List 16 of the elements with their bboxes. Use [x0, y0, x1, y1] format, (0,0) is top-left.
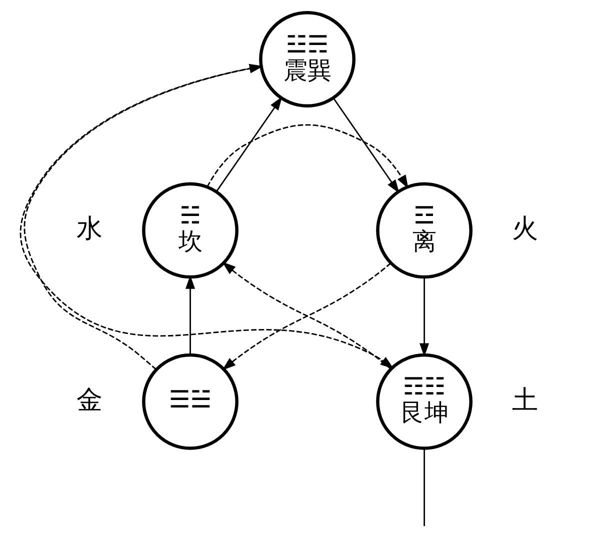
arrow — [332, 98, 399, 194]
arrow — [184, 275, 195, 355]
node-circle: ☳☴ 震巽 — [258, 11, 355, 108]
arrow — [23, 64, 263, 370]
node-circle: ☵ 坎 — [142, 182, 238, 279]
arrow — [419, 277, 429, 357]
node-label: 火 — [512, 214, 538, 244]
node-label: 土 — [512, 385, 538, 416]
node-circle: ☰☱ — [142, 353, 238, 450]
node-circle: ☲ 离 — [376, 182, 472, 279]
node-circle: ☶☷ 艮坤 — [376, 353, 472, 450]
arrow — [215, 96, 282, 192]
node-label: 水 — [76, 214, 102, 244]
arrow — [206, 124, 408, 189]
node-label: 金 — [76, 385, 102, 416]
connector — [423, 448, 425, 526]
